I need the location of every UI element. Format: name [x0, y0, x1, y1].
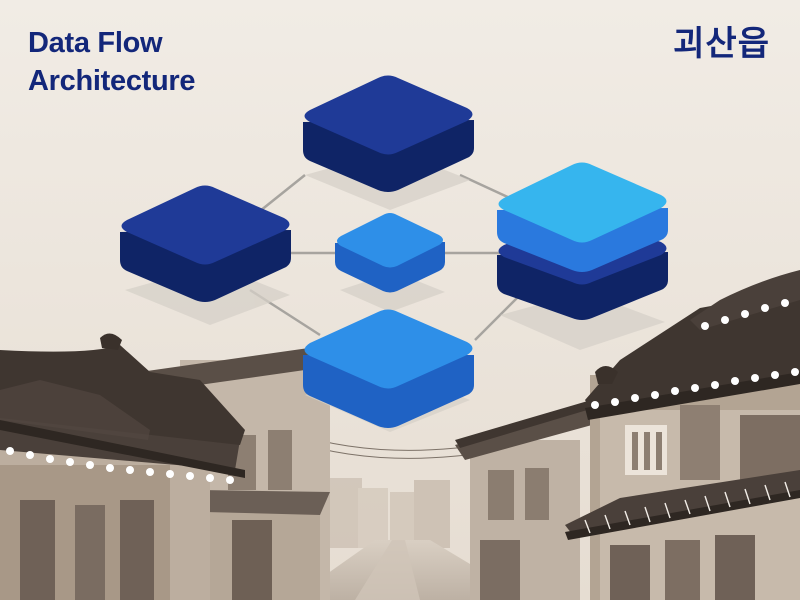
node-left[interactable] [120, 185, 291, 303]
page-title: Data Flow Architecture [28, 24, 196, 100]
right-hanok-buildings [455, 270, 800, 600]
location-label-korean: 괴산읍 [673, 24, 770, 64]
node-top[interactable] [303, 75, 474, 193]
title-line-1: Data Flow [28, 27, 163, 59]
road-center-strip [355, 540, 420, 600]
node-right-stack[interactable] [497, 162, 668, 321]
left-hanok-buildings [0, 333, 340, 600]
distant-buildings [322, 478, 450, 548]
node-center[interactable] [335, 213, 445, 293]
node-bottom[interactable] [303, 309, 474, 429]
title-line-2: Architecture [28, 65, 196, 97]
